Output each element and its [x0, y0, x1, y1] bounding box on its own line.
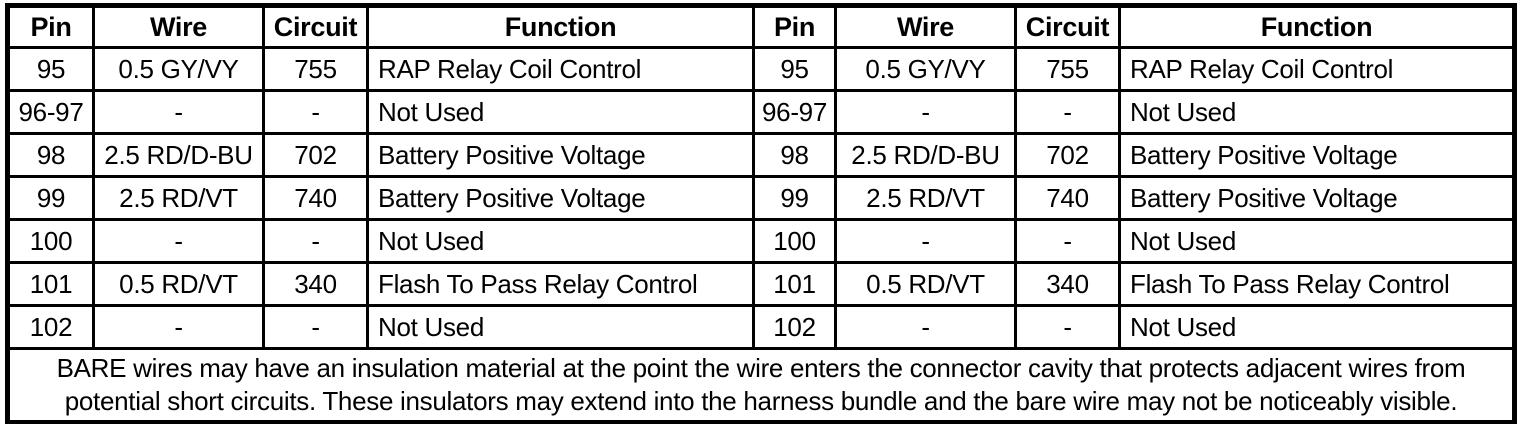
circuit-cell: - — [262, 218, 369, 264]
footnote-line-2: potential short circuits. These insulato… — [64, 386, 1458, 416]
footnote-row: BARE wires may have an insulation materi… — [6, 347, 1516, 424]
function-cell: Battery Positive Voltage — [366, 175, 755, 221]
table-row: 98 2.5 RD/D-BU 702 Battery Positive Volt… — [6, 132, 1516, 178]
wire-cell: 0.5 RD/VT — [834, 261, 1017, 307]
pin-cell: 95 — [6, 46, 95, 92]
circuit-cell: - — [1014, 218, 1121, 264]
pin-cell: 102 — [752, 304, 837, 350]
pin-cell: 101 — [6, 261, 95, 307]
function-cell: Flash To Pass Relay Control — [1118, 261, 1516, 307]
pin-cell: 102 — [6, 304, 95, 350]
pin-cell: 99 — [6, 175, 95, 221]
header-function-right: Function — [1118, 4, 1516, 49]
circuit-cell: 340 — [1014, 261, 1121, 307]
circuit-cell: - — [1014, 89, 1121, 135]
wire-cell: 2.5 RD/VT — [92, 175, 265, 221]
circuit-cell: 755 — [1014, 46, 1121, 92]
circuit-cell: 702 — [262, 132, 369, 178]
header-circuit-right: Circuit — [1014, 4, 1121, 49]
wire-cell: - — [834, 304, 1017, 350]
pin-cell: 98 — [752, 132, 837, 178]
footnote-cell: BARE wires may have an insulation materi… — [6, 347, 1516, 424]
table-row: 102 - - Not Used 102 - - Not Used — [6, 304, 1516, 350]
circuit-cell: 340 — [262, 261, 369, 307]
circuit-cell: - — [262, 89, 369, 135]
wire-cell: 2.5 RD/VT — [834, 175, 1017, 221]
function-cell: Not Used — [366, 218, 755, 264]
wire-cell: - — [834, 218, 1017, 264]
function-cell: RAP Relay Coil Control — [1118, 46, 1516, 92]
wire-cell: 0.5 RD/VT — [92, 261, 265, 307]
function-cell: Flash To Pass Relay Control — [366, 261, 755, 307]
table-row: 95 0.5 GY/VY 755 RAP Relay Coil Control … — [6, 46, 1516, 92]
pin-cell: 100 — [752, 218, 837, 264]
table-row: 100 - - Not Used 100 - - Not Used — [6, 218, 1516, 264]
function-cell: Battery Positive Voltage — [1118, 175, 1516, 221]
wire-cell: 0.5 GY/VY — [92, 46, 265, 92]
function-cell: RAP Relay Coil Control — [366, 46, 755, 92]
wire-cell: 0.5 GY/VY — [834, 46, 1017, 92]
pin-cell: 95 — [752, 46, 837, 92]
table-row: 101 0.5 RD/VT 340 Flash To Pass Relay Co… — [6, 261, 1516, 307]
wire-cell: - — [92, 304, 265, 350]
pin-cell: 101 — [752, 261, 837, 307]
table-row: 99 2.5 RD/VT 740 Battery Positive Voltag… — [6, 175, 1516, 221]
circuit-cell: 755 — [262, 46, 369, 92]
wire-cell: 2.5 RD/D-BU — [834, 132, 1017, 178]
function-cell: Not Used — [366, 89, 755, 135]
wire-cell: - — [92, 218, 265, 264]
circuit-cell: - — [1014, 304, 1121, 350]
header-wire-right: Wire — [834, 4, 1017, 49]
circuit-cell: 740 — [1014, 175, 1121, 221]
header-wire-left: Wire — [92, 4, 265, 49]
table-row: 96-97 - - Not Used 96-97 - - Not Used — [6, 89, 1516, 135]
pin-cell: 96-97 — [6, 89, 95, 135]
pin-cell: 99 — [752, 175, 837, 221]
pin-cell: 100 — [6, 218, 95, 264]
circuit-cell: - — [262, 304, 369, 350]
circuit-cell: 740 — [262, 175, 369, 221]
function-cell: Not Used — [366, 304, 755, 350]
function-cell: Not Used — [1118, 218, 1516, 264]
header-row: Pin Wire Circuit Function Pin Wire Circu… — [6, 4, 1516, 49]
wire-cell: - — [834, 89, 1017, 135]
header-circuit-left: Circuit — [262, 4, 369, 49]
header-pin-right: Pin — [752, 4, 837, 49]
pin-cell: 96-97 — [752, 89, 837, 135]
function-cell: Battery Positive Voltage — [1118, 132, 1516, 178]
function-cell: Not Used — [1118, 89, 1516, 135]
function-cell: Not Used — [1118, 304, 1516, 350]
pinout-table: Pin Wire Circuit Function Pin Wire Circu… — [5, 3, 1517, 424]
pin-cell: 98 — [6, 132, 95, 178]
wire-cell: 2.5 RD/D-BU — [92, 132, 265, 178]
header-pin-left: Pin — [6, 4, 95, 49]
footnote-line-1: BARE wires may have an insulation materi… — [56, 353, 1466, 383]
function-cell: Battery Positive Voltage — [366, 132, 755, 178]
wire-cell: - — [92, 89, 265, 135]
header-function-left: Function — [366, 4, 755, 49]
circuit-cell: 702 — [1014, 132, 1121, 178]
